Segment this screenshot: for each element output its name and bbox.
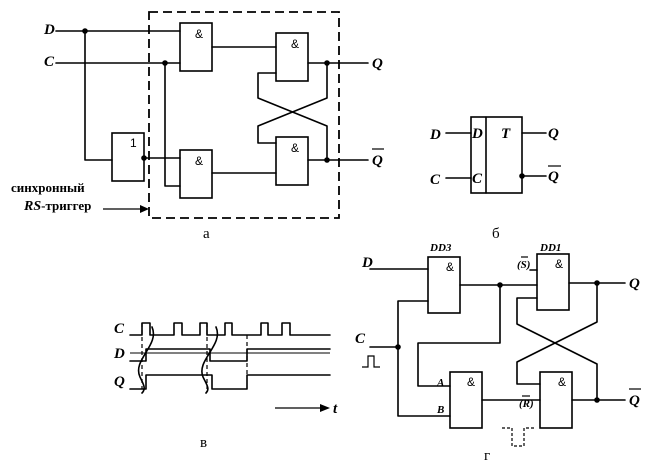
and-symbol: & xyxy=(195,154,203,168)
wire-d-to-or xyxy=(84,30,113,161)
d-trigger-symbol xyxy=(470,116,523,194)
clock-waveform xyxy=(129,322,331,336)
node-a-label: A xyxy=(436,377,444,389)
output-q-label: Q xyxy=(548,126,559,142)
output-q-label: Q xyxy=(372,56,383,72)
panel-a: & & & & 1 D C Q Q синхронный xyxy=(11,11,384,242)
time-axis-label: t xyxy=(333,401,338,417)
gate-dd3 xyxy=(427,256,461,314)
note-line1: синхронный xyxy=(11,180,85,195)
panel-b: D C T D C Q Q б xyxy=(429,116,561,242)
gate-bottom-left xyxy=(449,371,483,429)
arrowhead xyxy=(320,404,330,412)
and-symbol: & xyxy=(555,257,563,271)
gate-dd1-top xyxy=(536,253,570,311)
and-gate-top-left xyxy=(179,22,213,72)
signal-d-label: D xyxy=(113,346,125,362)
and-gate-latch-bottom xyxy=(275,136,309,186)
and-symbol: & xyxy=(291,37,299,51)
caption-a: а xyxy=(203,226,210,242)
and-symbol: & xyxy=(291,141,299,155)
output-q-bar-label: Q xyxy=(629,393,640,409)
panel-d: & & & & DD3 DD1 (S) (R) D C A B xyxy=(355,242,641,464)
or-symbol: 1 xyxy=(130,136,137,150)
signal-q-label: Q xyxy=(114,374,125,390)
label-r: (R) xyxy=(519,398,534,410)
clock-pulse-icon xyxy=(362,355,380,368)
d-waveform xyxy=(129,348,331,362)
node-b-label: B xyxy=(436,404,444,416)
gate-dd3-label: DD3 xyxy=(429,242,452,254)
pin-d-label: D xyxy=(471,126,483,142)
wire-cross-qbar xyxy=(257,72,328,161)
input-d-label: D xyxy=(429,127,441,143)
sync-rs-trigger-boundary xyxy=(148,11,340,219)
panel-c: C D Q t в xyxy=(113,321,338,451)
and-symbol: & xyxy=(446,260,454,274)
causal-curve xyxy=(137,326,155,394)
wire-c-to-bottom-gate xyxy=(164,62,181,187)
trigger-type-label: T xyxy=(501,126,511,142)
q-waveform xyxy=(129,374,331,390)
wire-cross-q xyxy=(516,282,598,385)
and-symbol: & xyxy=(558,375,566,389)
caption-b: б xyxy=(492,226,500,242)
output-q-bar-label: Q xyxy=(372,153,383,169)
and-gate-latch-top xyxy=(275,32,309,82)
gate-dd1-label: DD1 xyxy=(539,242,561,254)
note-line2: RS-триггер xyxy=(23,198,91,214)
negative-pulse-icon xyxy=(502,427,534,447)
wire-feedback-a xyxy=(417,284,501,387)
wire-c-split xyxy=(397,300,451,417)
and-gate-bottom-left xyxy=(179,149,213,199)
arrowhead xyxy=(140,205,149,213)
inverse-output-dot xyxy=(519,173,525,179)
pin-c-label: C xyxy=(472,171,483,187)
input-c-label: C xyxy=(44,54,55,70)
note-trigger: -триггер xyxy=(41,198,91,213)
input-c-label: C xyxy=(355,331,366,347)
note-rs: RS xyxy=(23,199,41,214)
caption-c: в xyxy=(200,435,207,451)
and-symbol: & xyxy=(467,375,475,389)
causal-curve xyxy=(201,326,219,394)
input-d-label: D xyxy=(361,255,373,271)
and-symbol: & xyxy=(195,27,203,41)
input-d-label: D xyxy=(43,22,55,38)
output-q-bar-label: Q xyxy=(548,169,559,185)
wire-cross-qbar xyxy=(516,297,598,401)
gate-dd1-bottom xyxy=(539,371,573,429)
label-s: (S) xyxy=(517,259,530,271)
wire-cross-q xyxy=(257,62,328,144)
signal-c-label: C xyxy=(114,321,125,337)
input-c-label: C xyxy=(430,172,441,188)
or-gate xyxy=(111,132,145,182)
junction xyxy=(141,155,147,161)
caption-d: г xyxy=(484,448,490,464)
output-q-label: Q xyxy=(629,276,640,292)
